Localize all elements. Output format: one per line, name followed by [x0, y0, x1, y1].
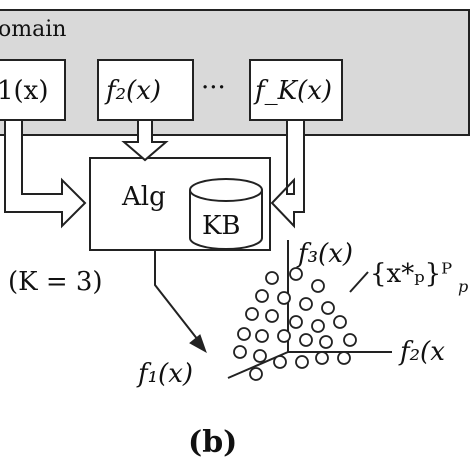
pareto-point — [299, 333, 313, 347]
pareto-point — [277, 291, 291, 305]
right-hollow-arrow — [270, 119, 305, 229]
pareto-point — [249, 367, 263, 381]
pareto-point — [321, 301, 335, 315]
axis-f1-label: f₁(x) — [136, 359, 193, 389]
pareto-point — [343, 333, 357, 347]
pareto-point — [277, 329, 291, 343]
function-ellipsis: ··· — [201, 73, 226, 103]
pareto-pointer-line — [349, 271, 369, 293]
pareto-point — [337, 351, 351, 365]
pareto-point — [255, 329, 269, 343]
condition-label: (K = 3) — [8, 267, 103, 297]
domain-label: omain — [0, 17, 66, 42]
pareto-point — [295, 355, 309, 369]
pareto-point — [245, 307, 259, 321]
pareto-point — [265, 309, 279, 323]
pareto-point — [319, 335, 333, 349]
pareto-set-index: p — [458, 277, 468, 296]
function-box-2 — [97, 59, 194, 121]
pareto-points — [233, 267, 357, 381]
pareto-point — [289, 315, 303, 329]
left-hollow-arrow — [4, 119, 87, 229]
pareto-point — [255, 289, 269, 303]
pareto-set-label: {x*ₚ}ᴾ — [370, 259, 452, 289]
function-box-1 — [0, 59, 66, 121]
output-arrow — [154, 250, 207, 354]
middle-hollow-arrow — [121, 119, 169, 162]
pareto-point — [273, 355, 287, 369]
function-label-k: f_K(x) — [253, 76, 332, 106]
pareto-point — [289, 267, 303, 281]
function-label-1: 1(x) — [0, 76, 49, 106]
knowledge-base-label: KB — [202, 211, 241, 241]
figure-caption: (b) — [188, 425, 237, 460]
pareto-point — [299, 297, 313, 311]
function-label-2: f₂(x) — [104, 76, 161, 106]
pareto-point — [311, 279, 325, 293]
algorithm-label: Alg — [121, 182, 166, 212]
pareto-point — [333, 315, 347, 329]
pareto-point — [311, 319, 325, 333]
pareto-point — [237, 327, 251, 341]
domain-box — [0, 9, 470, 136]
axis-f3-label: f₃(x) — [296, 239, 353, 269]
pareto-point — [253, 349, 267, 363]
knowledge-base-cylinder — [189, 178, 263, 250]
pareto-point — [265, 271, 279, 285]
axis-f2-label: f₂(x — [398, 337, 445, 367]
pareto-point — [233, 345, 247, 359]
pareto-point — [315, 351, 329, 365]
